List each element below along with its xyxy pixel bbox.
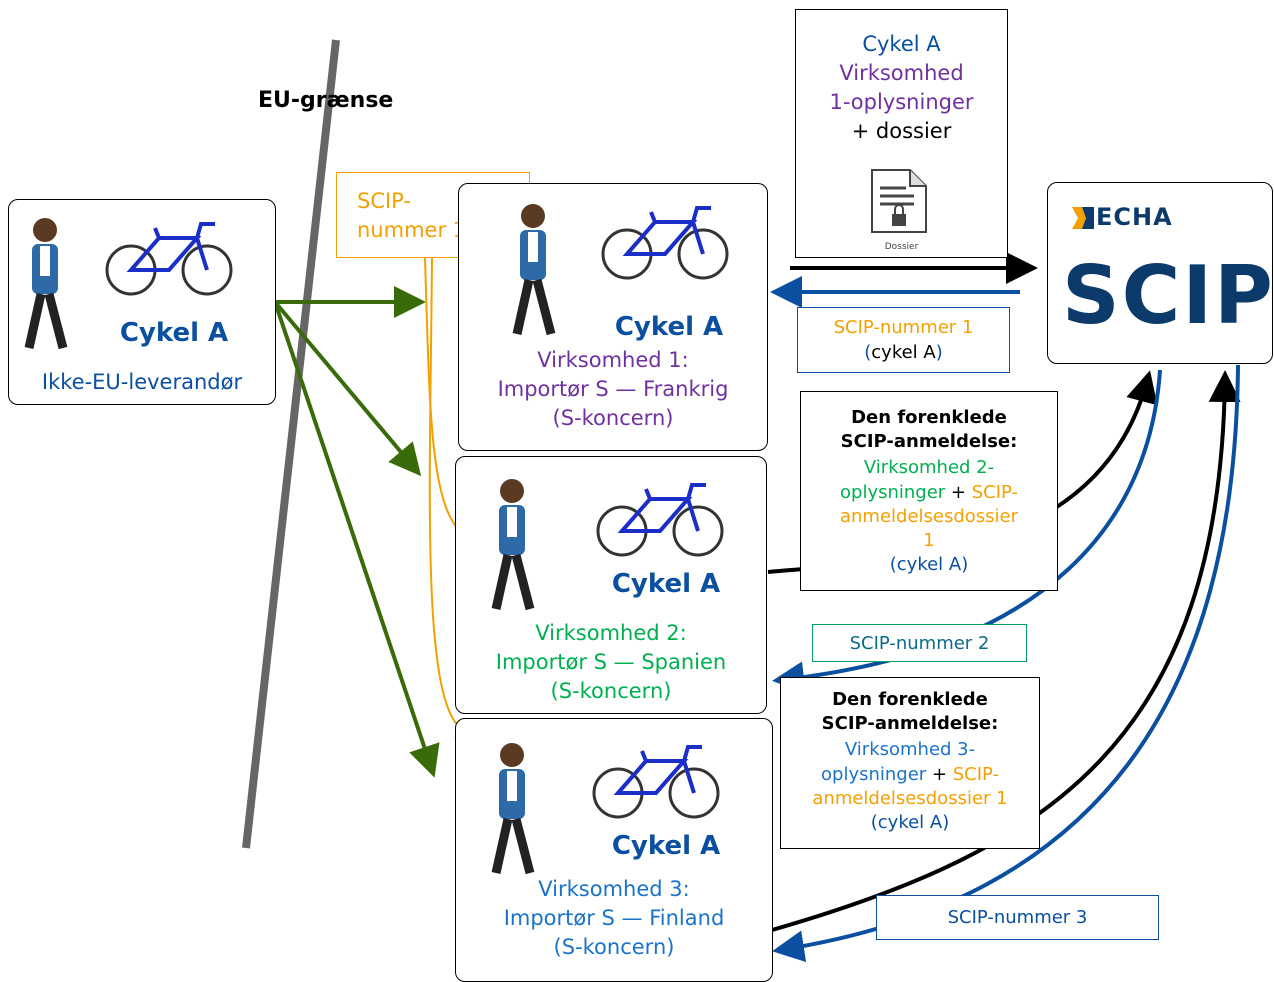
dossier-line3: 1-oplysninger bbox=[829, 90, 974, 114]
scip-number-2-text: SCIP-nummer 2 bbox=[849, 633, 990, 654]
company2-line3: (S-koncern) bbox=[550, 679, 672, 703]
company3-line2: Importør S — Finland bbox=[503, 906, 725, 930]
scip-number-1-reply-line2: (cykel A) bbox=[798, 341, 1009, 364]
simplified2-line2: oplysninger + SCIP- bbox=[801, 481, 1057, 504]
simplified2-line5: (cykel A) bbox=[889, 554, 969, 575]
company3-line1: Virksomhed 3: bbox=[538, 877, 690, 901]
simplified2-heading1: Den forenklede bbox=[851, 407, 1007, 428]
oplysninger-text: oplysninger bbox=[821, 764, 927, 785]
echa-logo-icon bbox=[1072, 207, 1094, 229]
bicycle-icon bbox=[596, 483, 724, 557]
simplified-notification-2-box: Den forenklede SCIP-anmeldelse: Virksomh… bbox=[800, 391, 1058, 591]
scip-text: SCIP- bbox=[971, 482, 1018, 503]
scip-text: SCIP- bbox=[952, 764, 999, 785]
orange-line-to-company3 bbox=[428, 257, 472, 737]
company1-title: Cykel A bbox=[614, 312, 724, 342]
eu-border-line bbox=[242, 39, 340, 849]
curve-company3-to-scip bbox=[771, 370, 1241, 932]
scip-number-2-box: SCIP-nummer 2 bbox=[812, 624, 1027, 662]
bicycle-icon bbox=[601, 206, 729, 280]
company2-line2: Importør S — Spanien bbox=[495, 650, 727, 674]
simplified2-heading2: SCIP-anmeldelse: bbox=[840, 431, 1018, 452]
company2-title: Cykel A bbox=[611, 569, 721, 599]
dossier-line2: Virksomhed bbox=[839, 61, 964, 85]
supplier-box: Cykel A Ikke-EU-leverandør bbox=[8, 199, 276, 405]
close-paren: ) bbox=[935, 342, 943, 363]
echa-scip-box: ECHA SCIP bbox=[1047, 182, 1273, 364]
supplier-title: Cykel A bbox=[119, 318, 229, 348]
arrow-to-company2 bbox=[273, 300, 422, 477]
echa-brand: ECHA bbox=[1096, 203, 1173, 231]
cykel-a-text: cykel A bbox=[871, 342, 936, 363]
oplysninger-text: oplysninger bbox=[840, 482, 946, 503]
company1-line3: (S-koncern) bbox=[552, 406, 674, 430]
company3-line3: (S-koncern) bbox=[553, 935, 675, 959]
simplified2-line4: 1 bbox=[923, 530, 935, 551]
scip-logo-text: SCIP bbox=[1062, 249, 1274, 342]
simplified3-line1: Virksomhed 3- bbox=[844, 739, 976, 760]
bicycle-icon bbox=[105, 222, 233, 296]
person-icon bbox=[491, 479, 535, 611]
person-icon bbox=[512, 204, 556, 336]
scip-number-1-reply-line1: SCIP-nummer 1 bbox=[833, 317, 974, 338]
dossier-line1: Cykel A bbox=[862, 32, 941, 56]
simplified3-line2: oplysninger + SCIP- bbox=[781, 763, 1039, 786]
company1-box: Cykel A Virksomhed 1: Importør S — Frank… bbox=[458, 183, 768, 451]
dossier-line4: + dossier bbox=[851, 119, 952, 143]
eu-border-label: EU-grænse bbox=[258, 88, 394, 113]
bicycle-icon bbox=[592, 745, 720, 819]
simplified3-heading1: Den forenklede bbox=[832, 689, 988, 710]
plus-text: + bbox=[945, 482, 972, 503]
arrow-to-company3 bbox=[273, 301, 440, 778]
company1-line2: Importør S — Frankrig bbox=[497, 377, 729, 401]
dossier-document-icon bbox=[871, 169, 927, 233]
scip-number-3-box: SCIP-nummer 3 bbox=[876, 895, 1159, 940]
dossier-icon-label: Dossier bbox=[884, 242, 919, 252]
person-icon bbox=[491, 743, 535, 875]
simplified2-line1: Virksomhed 2- bbox=[863, 457, 995, 478]
company3-title: Cykel A bbox=[611, 831, 721, 861]
open-paren: ( bbox=[864, 342, 872, 363]
company3-box: Cykel A Virksomhed 3: Importør S — Finla… bbox=[455, 718, 773, 982]
company2-box: Cykel A Virksomhed 2: Importør S — Spani… bbox=[455, 456, 767, 714]
simplified3-line3: anmeldelsesdossier 1 bbox=[812, 788, 1008, 809]
person-icon bbox=[24, 218, 68, 350]
company2-line1: Virksomhed 2: bbox=[535, 621, 687, 645]
simplified-notification-3-box: Den forenklede SCIP-anmeldelse: Virksomh… bbox=[780, 677, 1040, 849]
simplified3-line4: (cykel A) bbox=[870, 812, 950, 833]
scip-number-1-text: SCIP- nummer 1 bbox=[357, 189, 466, 242]
scip-number-1-reply-box: SCIP-nummer 1 (cykel A) bbox=[797, 307, 1010, 373]
plus-text: + bbox=[926, 764, 953, 785]
company1-line1: Virksomhed 1: bbox=[537, 348, 689, 372]
dossier-box: Cykel A Virksomhed 1-oplysninger + dossi… bbox=[795, 9, 1008, 258]
simplified3-heading2: SCIP-anmeldelse: bbox=[821, 713, 999, 734]
supplier-label: Ikke-EU-leverandør bbox=[41, 370, 243, 394]
simplified2-line3: anmeldelsesdossier bbox=[839, 506, 1019, 527]
scip-number-3-text: SCIP-nummer 3 bbox=[947, 907, 1088, 928]
